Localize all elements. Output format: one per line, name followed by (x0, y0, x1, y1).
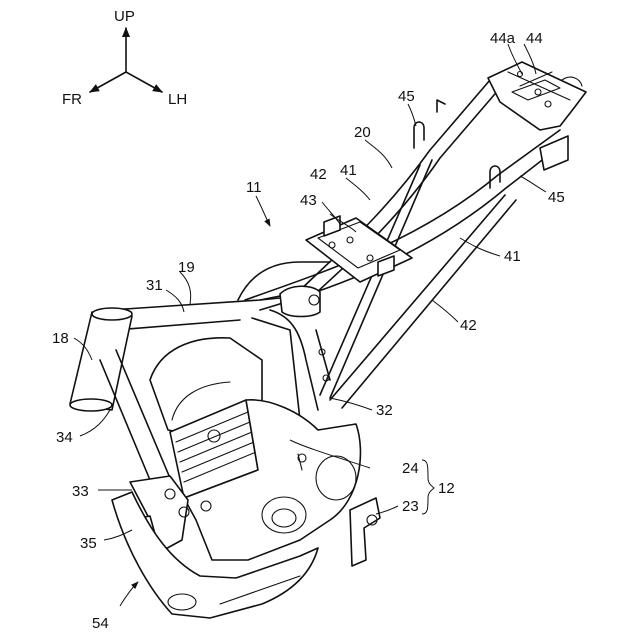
rear-bracket (488, 62, 586, 170)
label-33: 33 (72, 483, 89, 500)
label-42-lower: 42 (460, 317, 477, 334)
label-44a: 44a (490, 30, 516, 47)
orientation-indicator: UP FR LH (62, 8, 187, 108)
label-20: 20 (354, 124, 371, 141)
label-11: 11 (246, 179, 262, 196)
label-41-upper: 41 (340, 162, 357, 179)
label-44: 44 (526, 30, 543, 47)
label-45-upper: 45 (398, 88, 415, 105)
label-18: 18 (52, 330, 69, 347)
label-54: 54 (92, 615, 109, 632)
rear-lower-rails (320, 160, 516, 408)
label-45-lower: 45 (548, 189, 565, 206)
head-pipe (70, 308, 132, 411)
hook-brackets (414, 100, 500, 188)
label-12: 12 (438, 480, 455, 497)
label-42-upper: 42 (310, 166, 327, 183)
label-31: 31 (146, 277, 163, 294)
engine (150, 338, 380, 566)
left-label: LH (168, 91, 187, 108)
label-19: 19 (178, 259, 195, 276)
left-arrow (126, 72, 162, 92)
label-23: 23 (402, 498, 419, 515)
label-24: 24 (402, 460, 419, 477)
label-41-lower: 41 (504, 248, 521, 265)
label-32: 32 (376, 402, 393, 419)
front-label: FR (62, 91, 82, 108)
front-arrow (90, 72, 126, 92)
label-35: 35 (80, 535, 97, 552)
label-34: 34 (56, 429, 73, 446)
label-43: 43 (300, 192, 317, 209)
up-label: UP (114, 8, 135, 25)
